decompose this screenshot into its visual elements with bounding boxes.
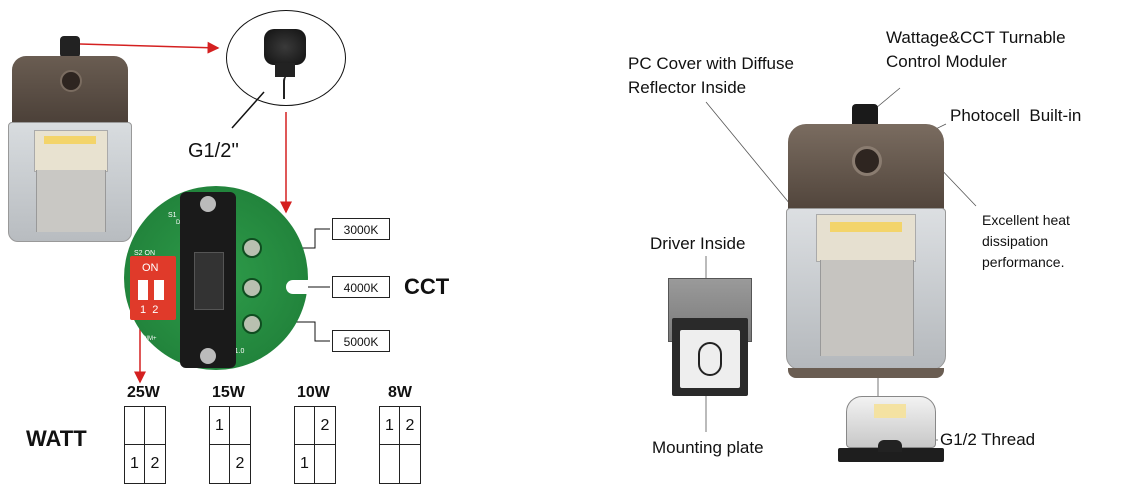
label-mounting-plate: Mounting plate: [652, 438, 764, 457]
photocell-large-icon: [852, 146, 882, 176]
label-heat-line1: Excellent heat: [982, 212, 1070, 228]
watt-switch-10w: 2 1: [294, 406, 336, 484]
module-knob: [60, 36, 80, 58]
thread-label-small: G1/2'': [188, 140, 239, 162]
control-board: ON 1 2 S1 S2 ON DIM- DIM+ V1.0: [124, 186, 308, 370]
watt-header-15w: 15W: [212, 384, 245, 401]
watt-title: WATT: [26, 426, 87, 451]
label-thread-large: G1/2 Thread: [940, 430, 1036, 449]
watt-header-25w: 25W: [127, 384, 160, 401]
label-driver: Driver Inside: [650, 234, 746, 253]
dip-switch[interactable]: ON 1 2: [130, 256, 176, 320]
photocell-icon: [60, 70, 82, 92]
cct-option-3000k[interactable]: 3000K: [332, 218, 390, 240]
connector-zoom-circle: [226, 10, 346, 106]
label-pc-cover-line2: Reflector Inside: [628, 78, 747, 97]
cct-title: CCT: [404, 274, 450, 299]
arrow-to-zoom: [79, 41, 220, 54]
mounting-hole-icon: [698, 342, 722, 376]
label-pc-cover-line1: PC Cover with Diffuse: [628, 54, 794, 73]
driver-mounting-plate: [668, 278, 752, 396]
watt-header-10w: 10W: [297, 384, 330, 401]
knob-icon: [264, 29, 306, 65]
label-heat-line2: dissipation: [982, 233, 1049, 249]
g12-thread-part: [838, 396, 944, 466]
label-control-module-line2: Control Moduler: [886, 52, 1007, 71]
wall-pack-fixture-large: [786, 104, 946, 380]
cct-option-4000k[interactable]: 4000K: [332, 276, 390, 298]
label-heat-line3: performance.: [982, 254, 1065, 270]
wall-pack-fixture-small: [8, 36, 132, 242]
cct-selector-bracket[interactable]: [180, 192, 236, 368]
label-photocell: Photocell Built-in: [950, 106, 1082, 125]
cct-option-5000k[interactable]: 5000K: [332, 330, 390, 352]
watt-switch-15w: 1 2: [209, 406, 251, 484]
label-control-module-line1: Wattage&CCT Turnable: [886, 28, 1066, 47]
watt-header-8w: 8W: [388, 384, 412, 401]
